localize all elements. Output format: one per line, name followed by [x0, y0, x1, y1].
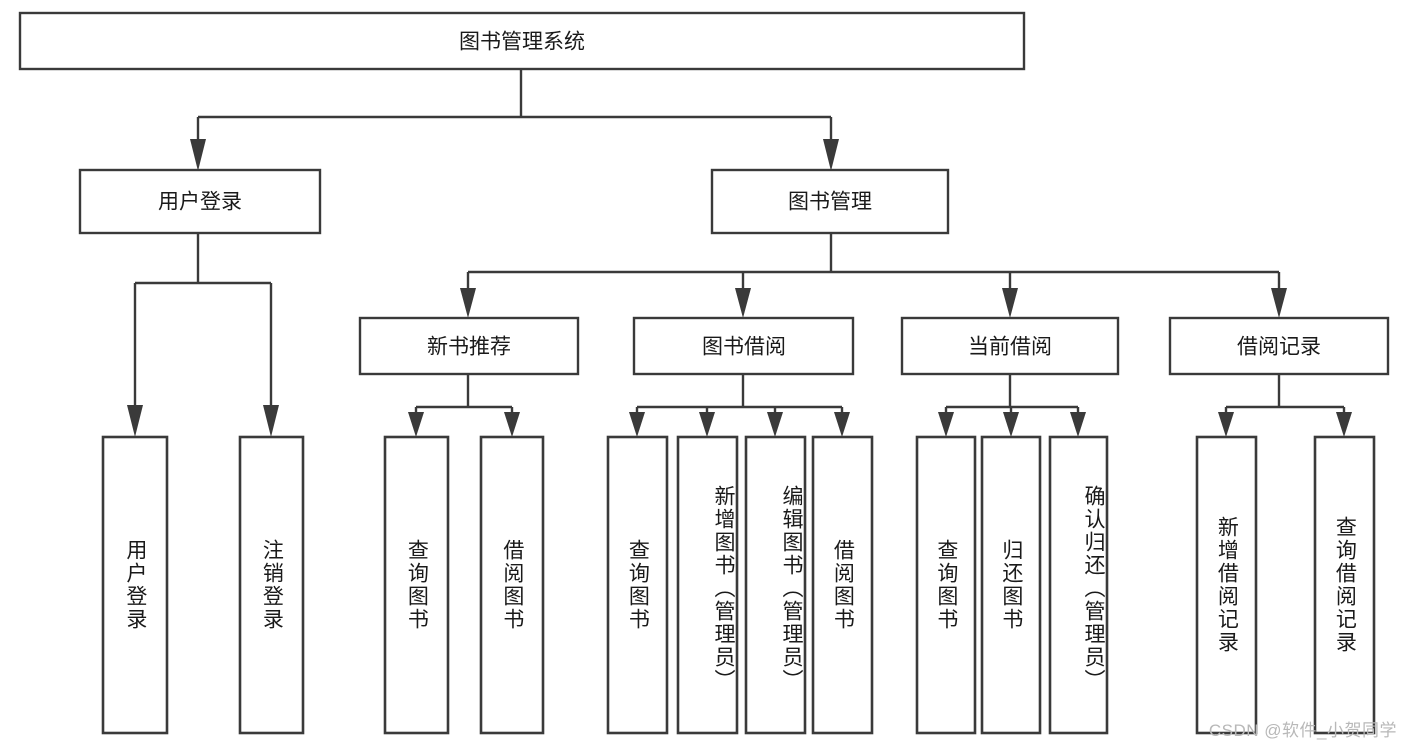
watermark-text: CSDN @软件_小贺同学: [1208, 721, 1397, 740]
arrow-head-new-book-recommend: [460, 288, 476, 318]
leaf-boxes-new-book-recommend: [383, 435, 545, 735]
connector-group-new-book-recommend: [408, 374, 520, 437]
leaf-box-current-borrow-2[interactable]: [980, 435, 1042, 735]
node-root-box[interactable]: [18, 11, 1026, 71]
node-book-borrow-box[interactable]: [632, 316, 855, 376]
leaf-box-book-borrow-1[interactable]: [606, 435, 669, 735]
arrow-head-book-manage: [823, 139, 839, 171]
leaf-box-new-book-1[interactable]: [383, 435, 450, 735]
arrow-head-leaf-new-book-1: [408, 412, 424, 437]
node-book-manage-box[interactable]: [710, 168, 950, 235]
node-book-manage-label: 图书管理: [788, 191, 872, 214]
arrow-head-leaf-current-borrow-2: [1003, 412, 1019, 437]
node-book-borrow-label: 图书借阅: [702, 336, 786, 359]
node-new-book-recommend[interactable]: 新书推荐: [358, 316, 580, 376]
node-user-login-label: 用户登录: [158, 191, 242, 214]
leaf-box-book-borrow-2[interactable]: [676, 435, 739, 735]
node-root[interactable]: 图书管理系统: [18, 11, 1026, 71]
leaf-box-borrow-record-1[interactable]: [1195, 435, 1258, 735]
arrow-head-leaf-book-borrow-4: [834, 412, 850, 437]
node-new-book-recommend-label: 新书推荐: [427, 336, 511, 359]
node-current-borrow-label: 当前借阅: [968, 336, 1052, 359]
leaf-boxes-user-login: [101, 435, 305, 735]
leaf-boxes-borrow-record: [1195, 435, 1376, 735]
leaf-box-new-book-2[interactable]: [479, 435, 545, 735]
connector-group-borrow-record: [1218, 374, 1352, 437]
arrow-head-leaf-book-borrow-3: [767, 412, 783, 437]
leaf-box-book-borrow-3[interactable]: [744, 435, 807, 735]
node-current-borrow-box[interactable]: [900, 316, 1120, 376]
node-user-login[interactable]: 用户登录: [78, 168, 322, 235]
arrow-head-leaf-borrow-record-1: [1218, 412, 1234, 437]
node-current-borrow[interactable]: 当前借阅: [900, 316, 1120, 376]
node-borrow-record[interactable]: 借阅记录: [1168, 316, 1390, 376]
leaf-box-book-borrow-4[interactable]: [811, 435, 874, 735]
arrow-head-leaf-current-borrow-1: [938, 412, 954, 437]
leaf-boxes-book-borrow: [606, 435, 874, 735]
connector-group-user-login: [127, 233, 279, 437]
leaf-box-user-login-2[interactable]: [238, 435, 305, 735]
arrow-head-leaf-user-login-1: [127, 405, 143, 437]
connector-group-book-manage: [460, 233, 1287, 318]
arrow-head-user-login: [190, 139, 206, 171]
leaf-boxes-current-borrow: [915, 435, 1109, 735]
node-borrow-record-box[interactable]: [1168, 316, 1390, 376]
leaf-box-user-login-1[interactable]: [101, 435, 169, 735]
arrow-head-leaf-user-login-2: [263, 405, 279, 437]
arrow-head-book-borrow: [735, 288, 751, 318]
arrow-head-leaf-book-borrow-2: [699, 412, 715, 437]
node-borrow-record-label: 借阅记录: [1237, 336, 1321, 359]
leaf-box-current-borrow-3[interactable]: [1048, 435, 1109, 735]
connector-group-root: [190, 69, 839, 171]
node-root-label: 图书管理系统: [459, 31, 585, 54]
arrow-head-leaf-current-borrow-3: [1070, 412, 1086, 437]
arrow-head-leaf-borrow-record-2: [1336, 412, 1352, 437]
arrow-head-borrow-record: [1271, 288, 1287, 318]
node-book-manage[interactable]: 图书管理: [710, 168, 950, 235]
leaf-box-borrow-record-2[interactable]: [1313, 435, 1376, 735]
arrow-head-current-borrow: [1002, 288, 1018, 318]
arrow-head-leaf-new-book-2: [504, 412, 520, 437]
node-user-login-box[interactable]: [78, 168, 322, 235]
leaf-box-current-borrow-1[interactable]: [915, 435, 977, 735]
connector-group-book-borrow: [629, 374, 850, 437]
node-new-book-recommend-box[interactable]: [358, 316, 580, 376]
connector-group-current-borrow: [938, 374, 1086, 437]
arrow-head-leaf-book-borrow-1: [629, 412, 645, 437]
node-book-borrow[interactable]: 图书借阅: [632, 316, 855, 376]
